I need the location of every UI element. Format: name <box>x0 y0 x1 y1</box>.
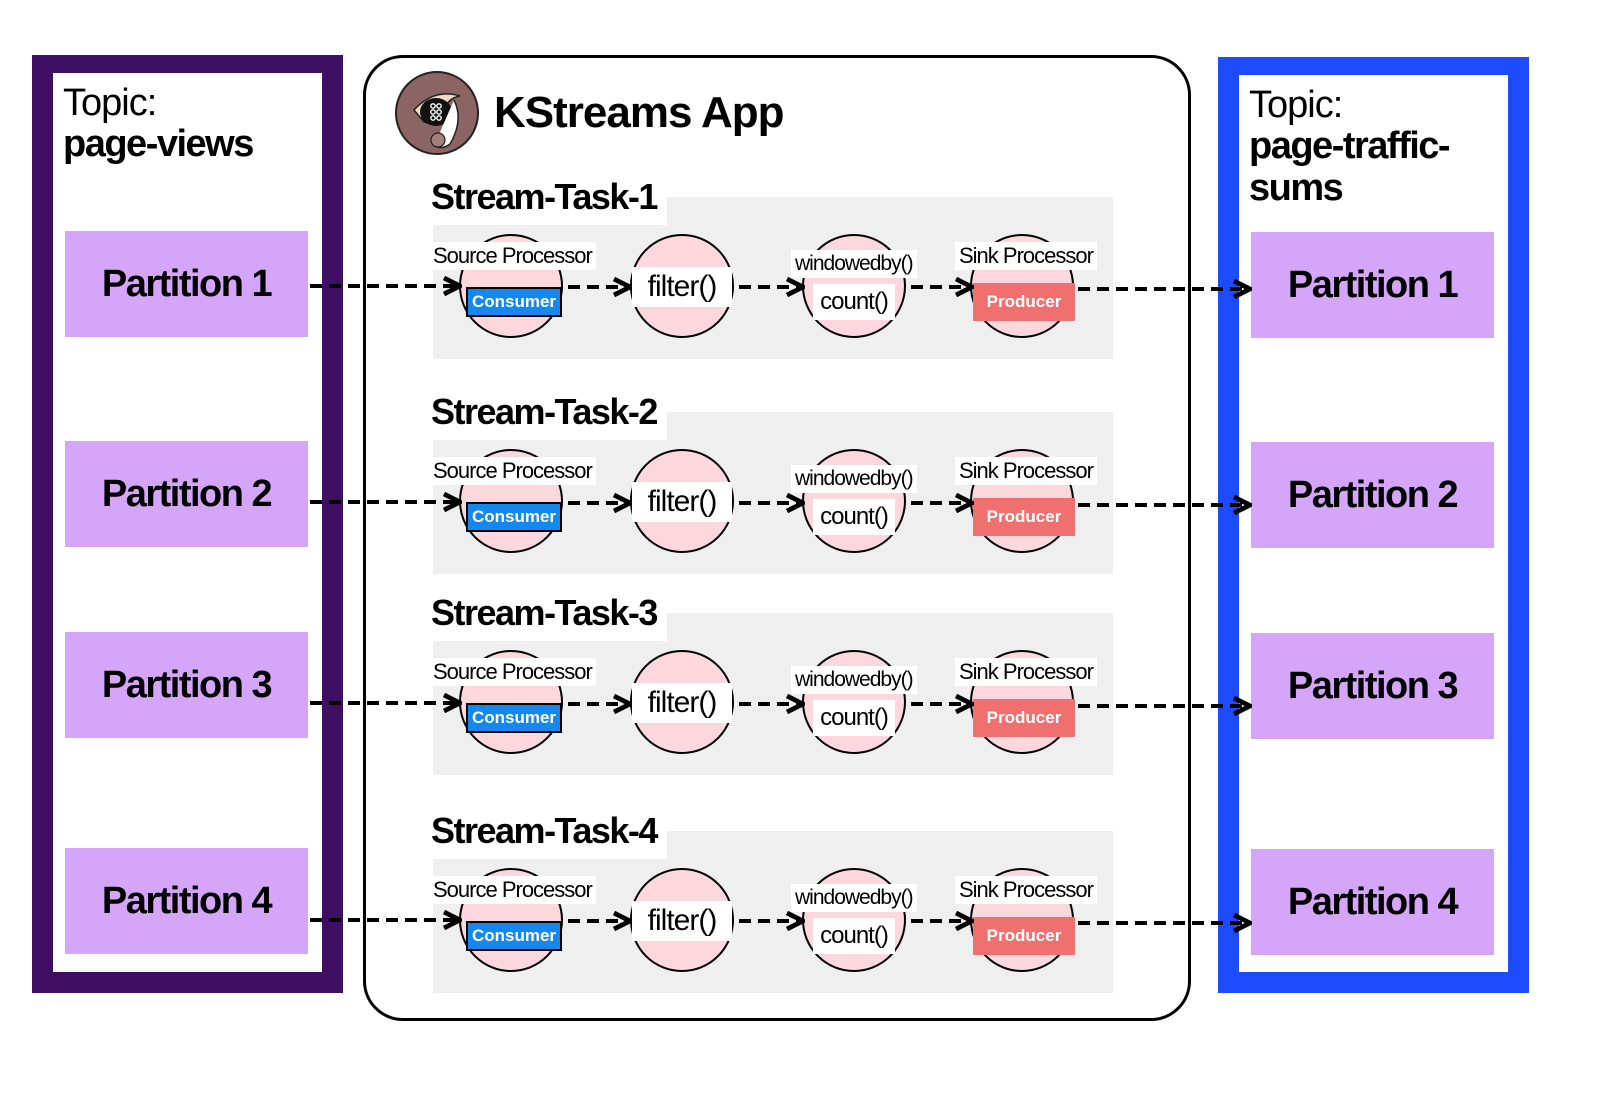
output-topic-name: page-traffic-sums <box>1249 125 1451 209</box>
count-label: count() <box>813 499 895 535</box>
count-label: count() <box>813 918 895 954</box>
task-title: Stream-Task-4 <box>427 809 667 859</box>
input-topic-prefix: Topic: <box>63 82 157 124</box>
producer-badge: Producer <box>973 283 1075 321</box>
producer-badge: Producer <box>973 498 1075 536</box>
windowedby-label: windowedby() <box>791 666 917 694</box>
partition-label: Partition 4 <box>1287 880 1459 923</box>
partition-label: Partition 3 <box>1287 664 1459 707</box>
stream-task-1: Stream-Task-1 Source Processor Consumer … <box>427 175 1113 359</box>
output-topic-prefix: Topic: <box>1249 84 1343 126</box>
consumer-badge: Consumer <box>466 921 562 951</box>
windowedby-label: windowedby() <box>791 884 917 912</box>
output-topic-panel: Topic: page-traffic-sums Partition 1 Par… <box>1218 57 1529 993</box>
app-title: KStreams App <box>494 88 785 137</box>
input-topic-panel: Topic: page-views Partition 1 Partition … <box>32 55 343 993</box>
consumer-badge: Consumer <box>466 502 562 532</box>
sink-processor-label: Sink Processor <box>955 242 1097 270</box>
count-label: count() <box>813 284 895 320</box>
input-topic-body: Topic: page-views Partition 1 Partition … <box>53 73 322 972</box>
input-partition-2[interactable]: Partition 2 <box>65 441 308 547</box>
filter-label: filter() <box>632 482 732 522</box>
output-partition-3[interactable]: Partition 3 <box>1251 633 1494 739</box>
partition-label: Partition 4 <box>101 879 273 922</box>
task-title: Stream-Task-2 <box>427 390 667 440</box>
partition-label: Partition 1 <box>1287 263 1459 306</box>
partition-label: Partition 2 <box>1287 473 1459 516</box>
output-partition-1[interactable]: Partition 1 <box>1251 232 1494 338</box>
task-title: Stream-Task-3 <box>427 591 667 641</box>
partition-label: Partition 1 <box>101 262 273 305</box>
sink-processor-label: Sink Processor <box>955 876 1097 904</box>
sink-processor-label: Sink Processor <box>955 457 1097 485</box>
task-title: Stream-Task-1 <box>427 175 667 225</box>
input-topic-name: page-views <box>63 123 254 165</box>
kafka-streams-logo-icon <box>395 71 479 155</box>
output-partition-2[interactable]: Partition 2 <box>1251 442 1494 548</box>
stream-task-4: Stream-Task-4 Source Processor Consumer … <box>427 809 1113 993</box>
filter-label: filter() <box>632 267 732 307</box>
windowedby-label: windowedby() <box>791 250 917 278</box>
source-processor-label: Source Processor <box>429 242 596 270</box>
stream-task-2: Stream-Task-2 Source Processor Consumer … <box>427 390 1113 574</box>
producer-badge: Producer <box>973 699 1075 737</box>
partition-label: Partition 2 <box>101 472 273 515</box>
count-label: count() <box>813 700 895 736</box>
input-partition-4[interactable]: Partition 4 <box>65 848 308 954</box>
stream-task-3: Stream-Task-3 Source Processor Consumer … <box>427 591 1113 775</box>
source-processor-label: Source Processor <box>429 876 596 904</box>
input-partition-1[interactable]: Partition 1 <box>65 231 308 337</box>
sink-processor-label: Sink Processor <box>955 658 1097 686</box>
consumer-badge: Consumer <box>466 703 562 733</box>
windowedby-label: windowedby() <box>791 465 917 493</box>
consumer-badge: Consumer <box>466 287 562 317</box>
source-processor-label: Source Processor <box>429 658 596 686</box>
source-processor-label: Source Processor <box>429 457 596 485</box>
output-topic-body: Topic: page-traffic-sums Partition 1 Par… <box>1239 75 1508 972</box>
producer-badge: Producer <box>973 917 1075 955</box>
filter-label: filter() <box>632 901 732 941</box>
filter-label: filter() <box>632 683 732 723</box>
input-partition-3[interactable]: Partition 3 <box>65 632 308 738</box>
partition-label: Partition 3 <box>101 663 273 706</box>
output-partition-4[interactable]: Partition 4 <box>1251 849 1494 955</box>
